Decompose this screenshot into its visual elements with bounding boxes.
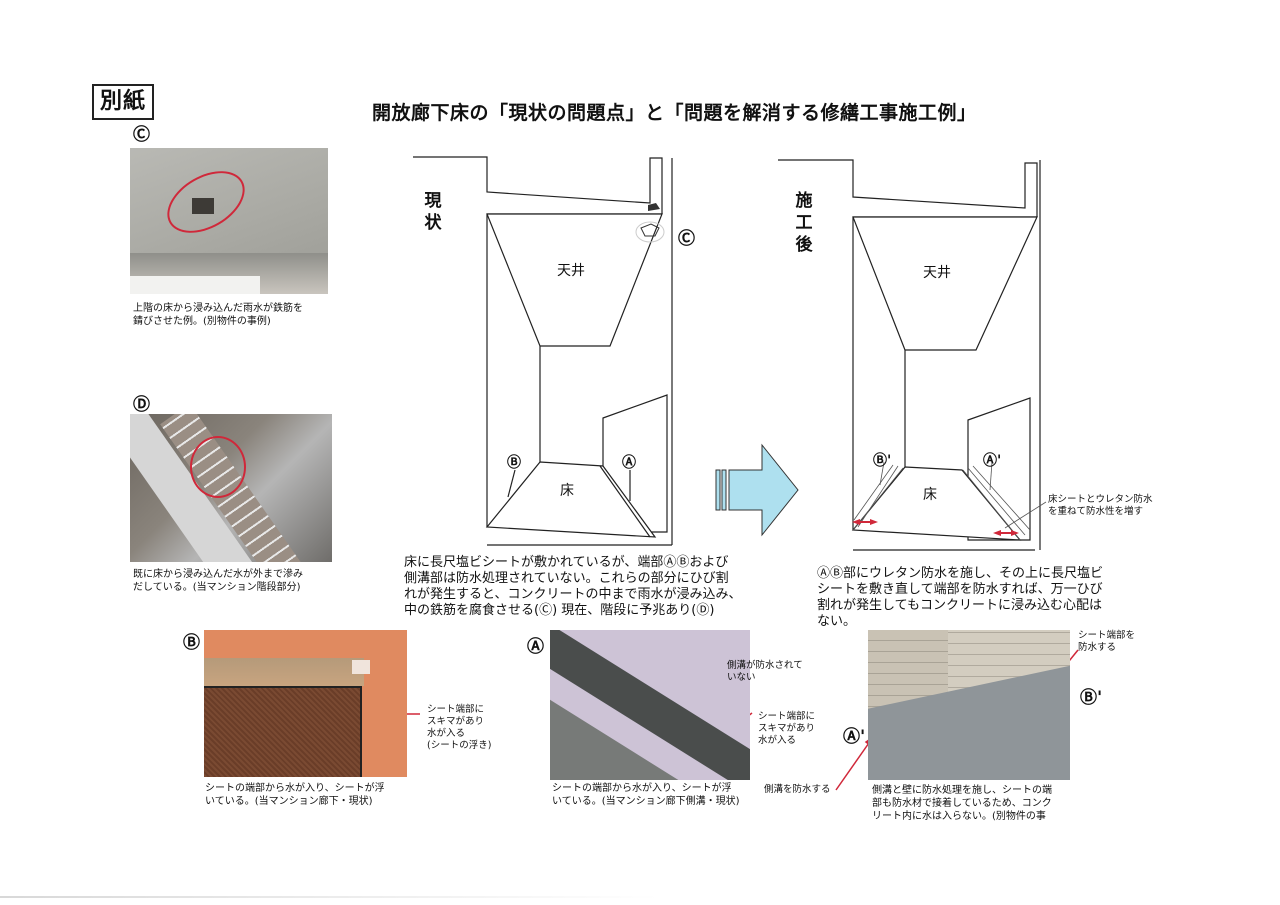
photo-c-caption: 上階の床から浸み込んだ雨水が鉄筋を 錆びさせた例。(別物件の事例) [133, 303, 303, 327]
photo-after-note-b: シート端部を 防水する [1078, 630, 1136, 653]
photo-a-note-sheet: シート端部に スキマがあり 水が入る [758, 711, 816, 746]
marker-b-current: Ⓑ [507, 455, 521, 471]
marker-d: Ⓓ [133, 395, 150, 415]
floor-label-current: 床 [560, 483, 574, 499]
marker-b: Ⓑ [183, 633, 200, 653]
marker-c-current: Ⓒ [678, 229, 695, 249]
floor-label-after: 床 [923, 487, 937, 503]
ceiling-label-current: 天井 [557, 263, 585, 279]
document-tag: 別紙 [92, 84, 154, 120]
marker-a-current: Ⓐ [622, 455, 636, 471]
marker-c: Ⓒ [133, 125, 150, 145]
transition-arrow-icon [715, 443, 799, 537]
photo-c-rusted-rebar [130, 148, 328, 294]
marker-b-after-photo: Ⓑ' [1080, 688, 1103, 708]
after-description: ⒶⒷ部にウレタン防水を施し、その上に長尺塩ビ シートを敷き直して端部を防水すれば… [817, 566, 1104, 629]
photo-b-note: シート端部に スキマがあり 水が入る (シートの浮き) [427, 704, 492, 751]
photo-a-caption: シートの端部から水が入り、シートが浮 いている。(当マンション廊下側溝・現状) [552, 783, 740, 807]
after-diagram-note: 床シートとウレタン防水 を重ねて防水性を増す [1048, 494, 1153, 517]
marker-a-after-photo: Ⓐ' [843, 727, 866, 747]
marker-a-after: Ⓐ' [983, 453, 1002, 469]
photo-after-waterproofed [868, 630, 1070, 780]
highlight-ellipse [190, 436, 246, 498]
scan-edge-line [0, 896, 660, 898]
marker-b-after: Ⓑ' [873, 453, 892, 469]
photo-after-note-a: 側溝を防水する [764, 784, 831, 795]
photo-after-caption: 側溝と壁に防水処理を施し、シートの端 部も防水材で接着しているため、コンク リー… [872, 785, 1052, 822]
photo-b-sheet-edge [204, 630, 407, 777]
photo-a-gutter [550, 630, 750, 780]
photo-d-caption: 既に床から浸み込んだ水が外まで滲み だしている。(当マンション階段部分) [133, 569, 303, 593]
label-current: 現 状 [424, 191, 442, 233]
photo-a-note-gutter: 側溝が防水されて いない [727, 660, 803, 683]
photo-b-caption: シートの端部から水が入り、シートが浮 いている。(当マンション廊下・現状) [205, 783, 385, 807]
label-after: 施 工 後 [795, 191, 813, 255]
page-title: 開放廊下床の「現状の問題点」と「問題を解消する修繕工事施工例」 [372, 102, 977, 124]
current-description: 床に長尺塩ビシートが敷かれているが、端部ⒶⒷおよび 側溝部は防水処理されていない… [404, 555, 742, 618]
ceiling-label-after: 天井 [923, 265, 951, 281]
photo-d-stair-seepage [130, 414, 332, 562]
marker-a: Ⓐ [527, 637, 544, 657]
